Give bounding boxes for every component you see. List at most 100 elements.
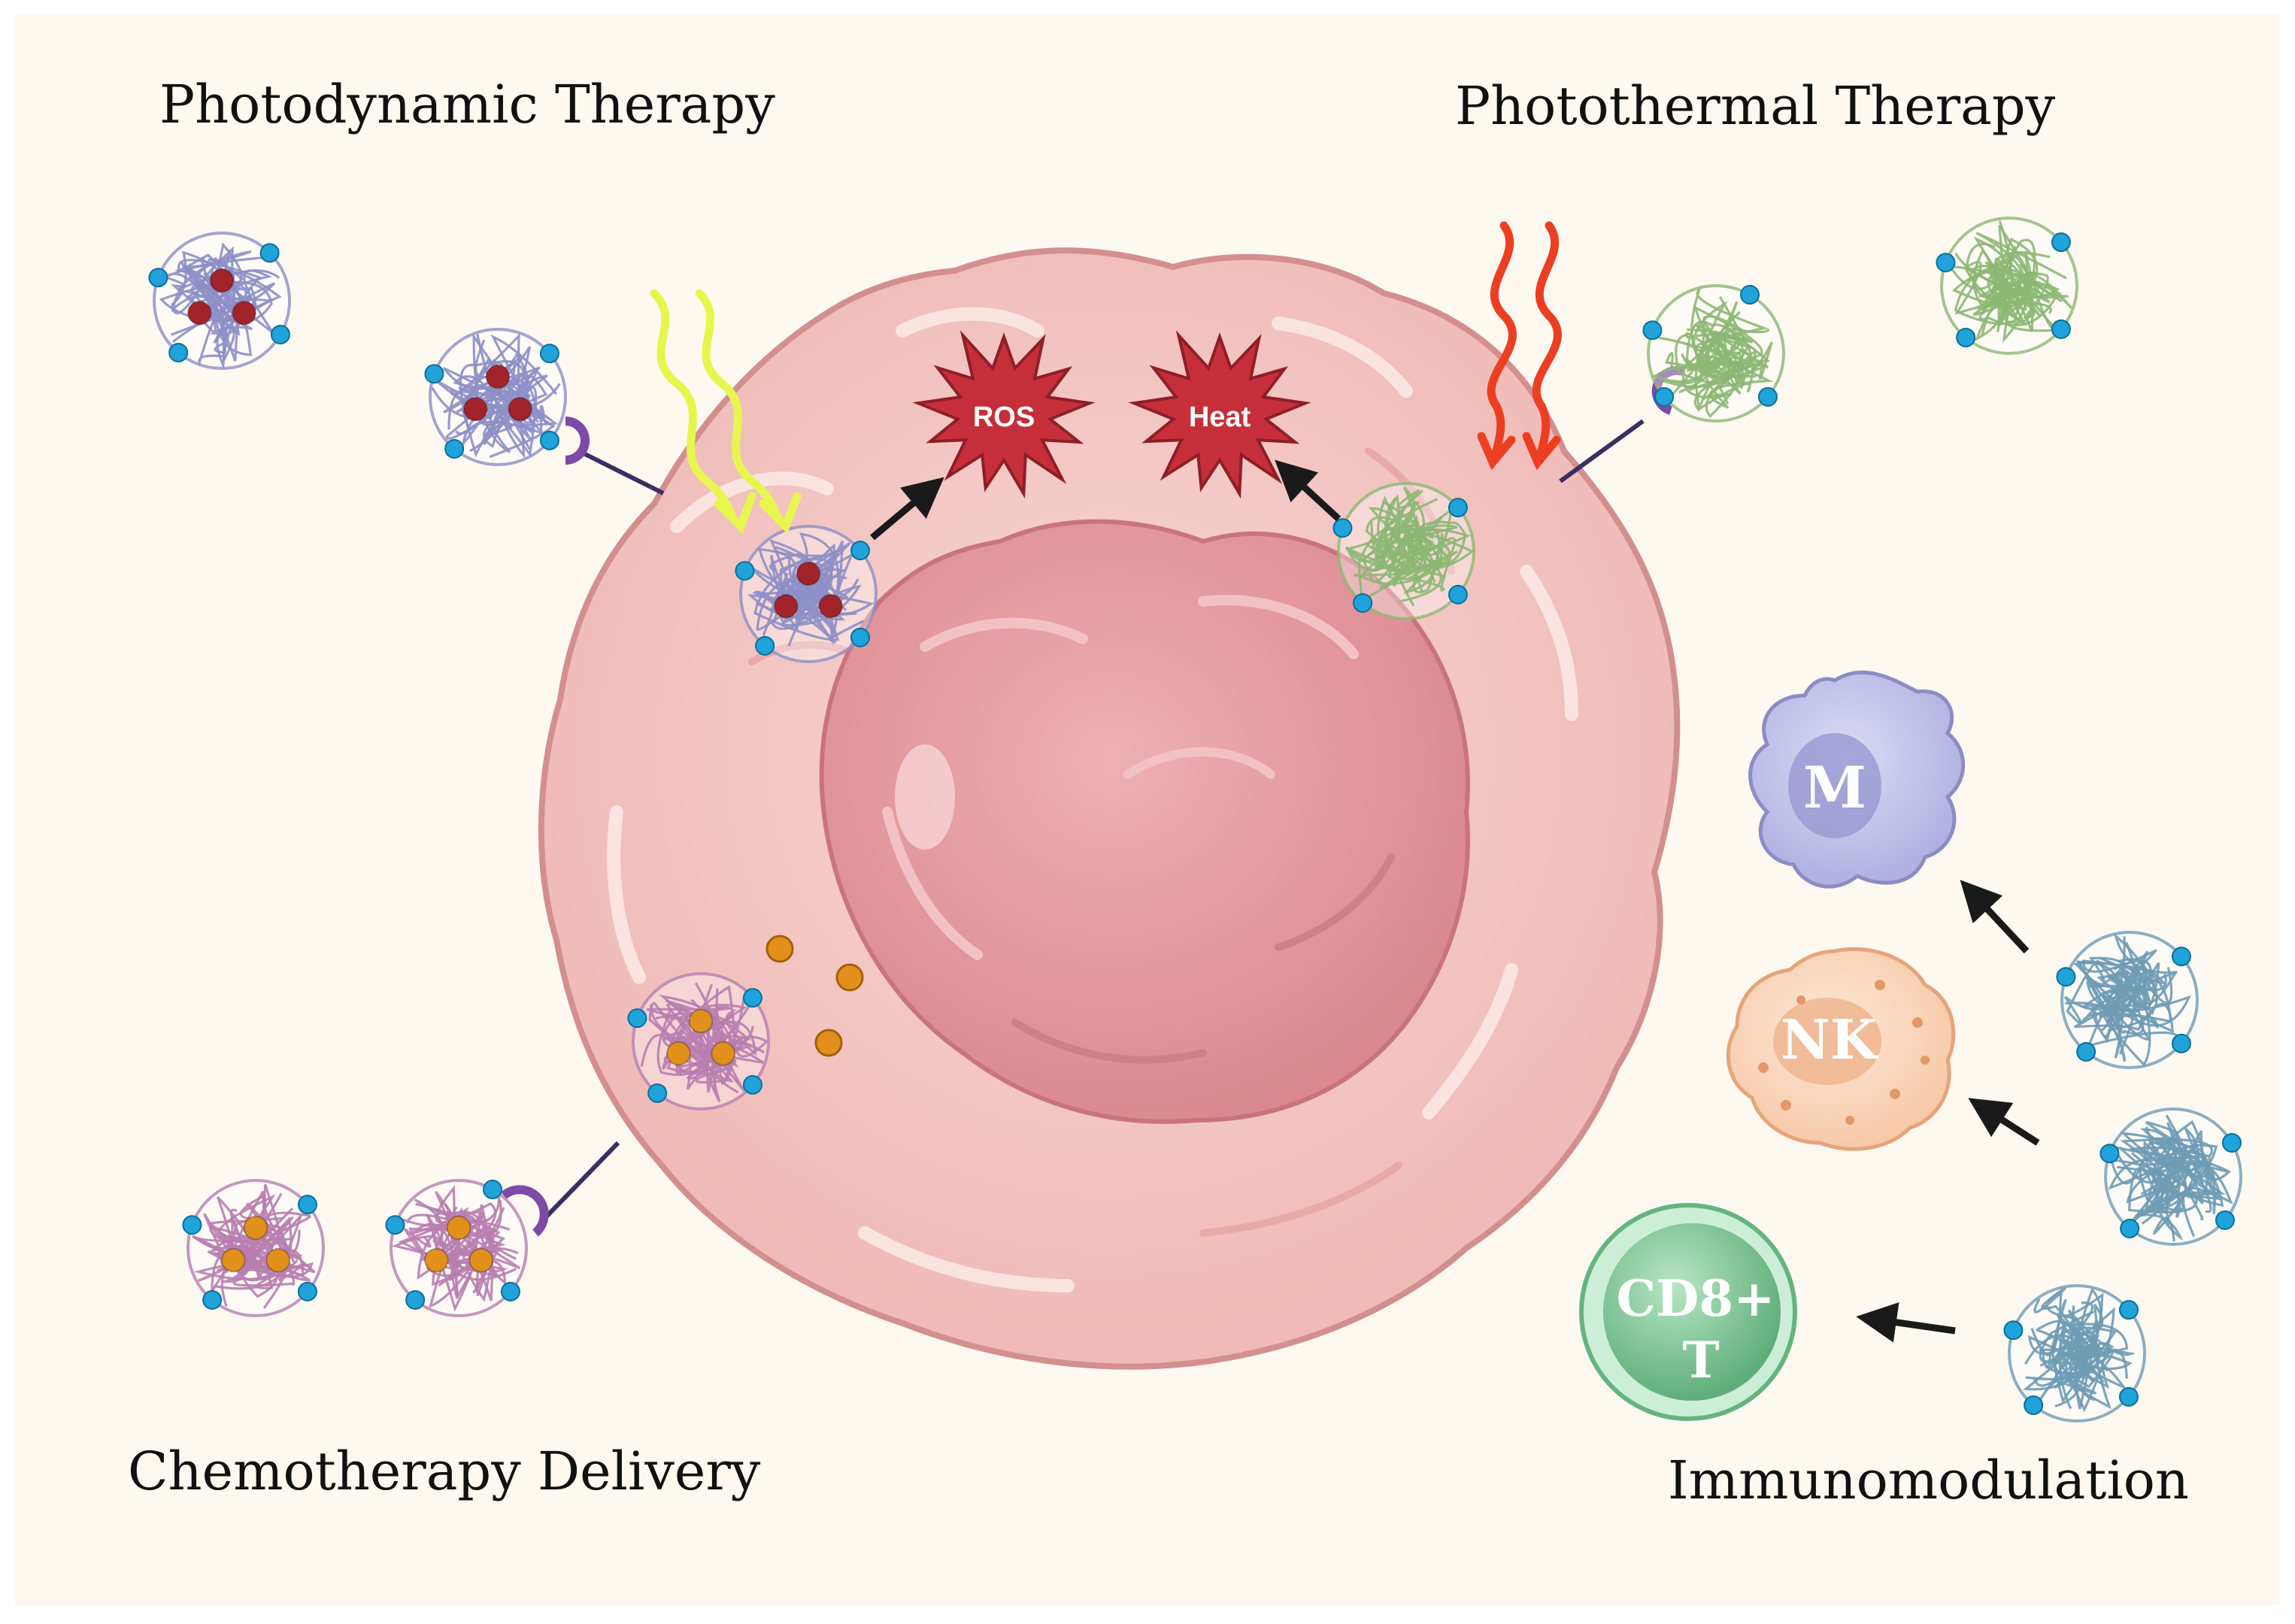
- cargo-molecule: [186, 300, 212, 326]
- ligand-dot: [850, 541, 870, 561]
- cargo-molecule: [468, 1247, 494, 1273]
- cargo-molecule: [221, 1247, 246, 1273]
- heat-burst: Heat: [1128, 329, 1311, 499]
- ligand-dot: [539, 344, 559, 364]
- cargo-molecule: [463, 396, 488, 422]
- light-ptt: [1477, 221, 1562, 471]
- pdt-nanoparticle-bound: [424, 328, 567, 466]
- ligand-dot: [148, 268, 168, 288]
- ligand-dot: [1956, 327, 1976, 347]
- ptt-nanoparticle-free: [1936, 217, 2078, 355]
- cytoplasm-ridge: [896, 307, 1044, 338]
- ligand-dot: [2051, 232, 2071, 253]
- label-photothermal-therapy: Photothermal Therapy: [1455, 75, 2056, 137]
- ligand-dot: [735, 561, 755, 581]
- ligand-dot: [2099, 1144, 2120, 1164]
- macrophage-label: M: [1803, 754, 1866, 821]
- ligand-dot: [1642, 320, 1663, 341]
- released-drugs: [766, 935, 864, 1057]
- cargo-molecule: [232, 300, 257, 326]
- pdt-nanoparticle-free: [148, 232, 291, 370]
- ligand-dot: [297, 1281, 317, 1301]
- ligand-dot: [2051, 319, 2071, 339]
- cargo-molecule: [688, 1008, 714, 1034]
- cargo-molecule: [508, 396, 533, 422]
- light-pdt: [650, 289, 802, 534]
- tumor-cell: [538, 247, 1681, 1370]
- cargo-molecule: [485, 364, 511, 389]
- cargo-molecule: [666, 1041, 691, 1066]
- cytoplasm-ridge: [607, 805, 646, 984]
- ligand-dot: [2076, 1041, 2096, 1062]
- ptt-nanoparticle-internalized: [1332, 482, 1475, 620]
- ligand-dot: [297, 1195, 317, 1215]
- light-wave-red: [1532, 221, 1562, 456]
- immuno-nanoparticle-2: [2099, 1107, 2242, 1246]
- ligand-dot: [1448, 498, 1468, 518]
- cytoplasm-ridge: [1199, 1162, 1402, 1237]
- cytoplasm-ridge: [1272, 317, 1413, 398]
- cargo-molecule: [243, 1215, 268, 1241]
- cargo-molecule: [796, 561, 821, 586]
- nucleus-highlight: [895, 744, 955, 850]
- ligand-dot: [742, 988, 762, 1008]
- ligand-dot: [1448, 584, 1468, 604]
- label-immunomodulation: Immunomodulation: [1668, 1450, 2189, 1511]
- ligand-dot: [444, 438, 465, 459]
- cargo-molecule: [424, 1247, 449, 1273]
- cargo-molecule: [446, 1215, 471, 1241]
- nucleus-fold: [1198, 595, 1359, 659]
- chemo-nanoparticle-bound: [385, 1179, 528, 1317]
- nk-label: NK: [1781, 1007, 1879, 1071]
- light-wave-red-arrowhead: [1522, 432, 1561, 471]
- macrophage-nucleus: [1788, 733, 1881, 838]
- cytoplasm-ridge: [1422, 963, 1518, 1120]
- cd8-label-line1: CD8+: [1617, 1269, 1775, 1328]
- cargo-molecule: [209, 268, 235, 293]
- ligand-dot: [2003, 1320, 2024, 1341]
- light-wave-yellow: [695, 289, 783, 523]
- ligand-dot: [1757, 386, 1778, 407]
- ligand-dot: [1654, 386, 1675, 407]
- ligand-dot: [259, 243, 280, 263]
- light-wave-red: [1487, 221, 1517, 456]
- label-chemotherapy-delivery: Chemotherapy Delivery: [128, 1441, 761, 1502]
- ligand-dot: [424, 364, 444, 384]
- ligand-dot: [385, 1215, 405, 1235]
- ros-label: ROS: [973, 401, 1035, 433]
- label-photodynamic-therapy: Photodynamic Therapy: [159, 74, 775, 135]
- ros-burst: ROS: [912, 329, 1096, 499]
- light-wave-yellow-arrowhead: [759, 492, 802, 534]
- nucleus-fold: [1275, 853, 1395, 951]
- nucleus: [819, 519, 1470, 1124]
- arrows: [870, 459, 2040, 1343]
- immuno-nanoparticle-3: [2003, 1284, 2146, 1423]
- arrow-pdt-to-ros: [870, 477, 944, 541]
- arrow-ptt-to-heat: [1275, 459, 1342, 522]
- ligand-dot: [1936, 253, 1956, 273]
- chemo-nanoparticle-free: [182, 1179, 325, 1317]
- ligand-dot: [2118, 1386, 2139, 1407]
- ligand-dot: [2024, 1395, 2044, 1415]
- cargo-molecule: [818, 593, 843, 619]
- light-wave-yellow: [650, 289, 738, 523]
- nk-nucleus: [1773, 998, 1881, 1085]
- drug-molecule: [814, 1029, 843, 1057]
- ligand-dot: [627, 1008, 647, 1029]
- nanoparticles: [148, 217, 2242, 1423]
- light-wave-yellow-arrowhead: [714, 492, 756, 534]
- ligand-dot: [2118, 1300, 2139, 1320]
- cargo-molecule: [774, 593, 799, 619]
- arrow-to-macrophage: [1960, 880, 2030, 954]
- nucleus-fold: [882, 807, 983, 960]
- light-wave-red-arrowhead: [1477, 432, 1516, 471]
- ligand-dot: [2056, 967, 2076, 987]
- cargo-molecule: [711, 1041, 736, 1066]
- ligand-dot: [182, 1215, 202, 1235]
- drug-molecule: [766, 935, 794, 963]
- receptor-chemo: [501, 1141, 620, 1237]
- ligand-dot: [202, 1289, 223, 1310]
- immuno-nanoparticle-1: [2056, 931, 2199, 1069]
- ligand-dot: [1332, 518, 1353, 538]
